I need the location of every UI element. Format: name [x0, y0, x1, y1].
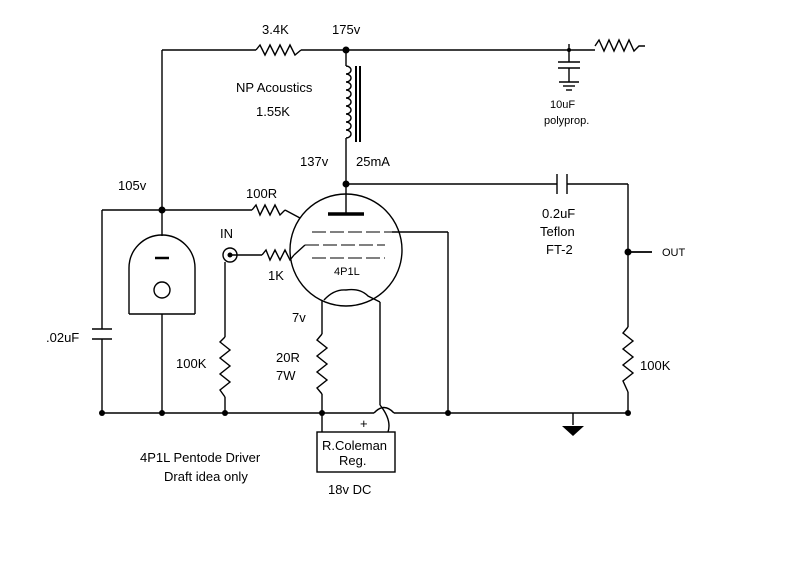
junction-top-rail [342, 46, 350, 54]
wire-crossover-hop [373, 406, 395, 414]
pentode-tube [289, 193, 403, 307]
label-regulator-line1: R.Coleman [322, 438, 387, 453]
label-ft2: FT-2 [546, 242, 573, 257]
wire-filament-right [345, 288, 381, 303]
vr-tube [128, 234, 196, 315]
resistor-top-right [594, 38, 645, 53]
choke-winding [345, 65, 352, 142]
label-title-1: 4P1L Pentode Driver [140, 450, 261, 465]
wire-filament-left [323, 289, 347, 301]
label-choke-value: 1.55K [256, 104, 290, 119]
label-in: IN [220, 226, 233, 241]
label-7w: 7W [276, 368, 296, 383]
regulator-box [316, 431, 396, 473]
wire-1k-to-grid [293, 244, 306, 256]
label-polyprop: polyprop. [544, 115, 589, 127]
wire-plus-lead [379, 404, 390, 433]
label-plus: + [360, 416, 368, 431]
label-105v: 105v [118, 178, 147, 193]
junction-bypass [567, 48, 571, 52]
junction-gnd-4 [319, 410, 325, 416]
ground-symbol-main [562, 413, 584, 436]
label-175v: 175v [332, 22, 361, 37]
vr-cathode [153, 281, 171, 299]
tube-envelope [289, 193, 403, 307]
junction-gnd-2 [159, 410, 165, 416]
resistor-3k4 [255, 43, 302, 57]
wire-100r-to-tube [284, 209, 301, 219]
junction-gnd-5 [445, 410, 451, 416]
junction-plate [342, 180, 350, 188]
resistor-20r [315, 333, 329, 395]
label-0-2uf: 0.2uF [542, 206, 575, 221]
label-25ma: 25mA [356, 154, 390, 169]
junction-gnd-1 [99, 410, 105, 416]
label-7v: 7v [292, 310, 306, 325]
label-20r: 20R [276, 350, 300, 365]
label-teflon: Teflon [540, 224, 575, 239]
resistor-1k [261, 248, 295, 262]
ground-triangle [562, 426, 584, 436]
label-10uf: 10uF [550, 99, 575, 111]
junction-out [624, 248, 632, 256]
label-100k-output: 100K [640, 358, 671, 373]
input-jack-icon[interactable] [222, 247, 238, 263]
label-title-2: Draft idea only [164, 469, 248, 484]
label-137v: 137v [300, 154, 329, 169]
label-02uf: .02uF [46, 330, 79, 345]
label-100k-input: 100K [176, 356, 207, 371]
label-tube-type: 4P1L [334, 266, 360, 278]
resistor-100r [251, 203, 286, 217]
resistor-100k-output [621, 326, 635, 393]
resistor-100k-input [218, 336, 232, 398]
label-100r: 100R [246, 186, 277, 201]
label-18v-dc: 18v DC [328, 482, 371, 497]
label-regulator-line2: Reg. [339, 453, 366, 468]
label-choke-brand: NP Acoustics [236, 80, 313, 95]
label-out: OUT [662, 247, 686, 259]
label-3k4: 3.4K [262, 22, 289, 37]
ground-symbol-bypass [559, 81, 579, 91]
junction-105v [158, 206, 166, 214]
label-1k: 1K [268, 268, 284, 283]
junction-gnd-3 [222, 410, 228, 416]
junction-gnd-6 [625, 410, 631, 416]
